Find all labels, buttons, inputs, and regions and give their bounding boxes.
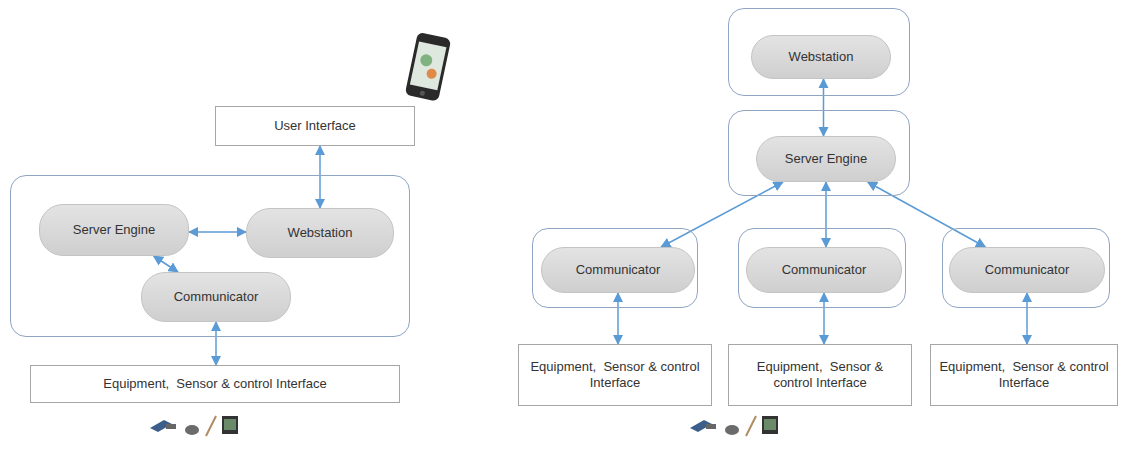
- node-label: Equipment, Sensor & control Interface: [938, 359, 1110, 390]
- system-frame: Communicator: [738, 228, 906, 308]
- node-label: Communicator: [782, 262, 867, 278]
- node-label: Webstation: [288, 225, 353, 241]
- node-label: User Interface: [274, 118, 356, 134]
- node-label: Server Engine: [73, 222, 155, 238]
- process-pill: Communicator: [141, 272, 291, 322]
- system-frame: Server Engine WebstationCommunicator: [10, 175, 410, 337]
- system-frame: Communicator: [532, 228, 698, 308]
- node-label: Equipment, Sensor & control Interface: [526, 359, 704, 390]
- process-pill: Communicator: [746, 247, 902, 293]
- interface-box: Equipment, Sensor & control Interface: [930, 344, 1118, 406]
- equipment-icons: [690, 416, 778, 436]
- interface-box: User Interface: [215, 106, 415, 146]
- connector-arrow: [823, 79, 825, 136]
- phone-icon: [405, 32, 452, 102]
- connector-arrow: [154, 256, 178, 272]
- node-label: Equipment, Sensor & control Interface: [103, 376, 326, 392]
- node-label: Communicator: [985, 262, 1070, 278]
- process-pill: Server Engine: [39, 204, 189, 256]
- connector-arrow: [1026, 293, 1028, 344]
- connector-arrow: [617, 293, 619, 344]
- equipment-icons: [150, 416, 238, 436]
- process-pill: Webstation: [246, 208, 394, 258]
- process-pill: Communicator: [541, 247, 695, 293]
- node-label: Webstation: [789, 49, 854, 65]
- system-frame: Webstation: [728, 8, 910, 96]
- system-frame: Server Engine: [728, 110, 910, 196]
- connector-arrow: [189, 231, 246, 233]
- connector-arrow: [661, 182, 783, 247]
- interface-box: Equipment, Sensor & control Interface: [728, 344, 912, 406]
- interface-box: Equipment, Sensor & control Interface: [518, 344, 712, 406]
- interface-box: Equipment, Sensor & control Interface: [30, 365, 400, 403]
- node-label: Communicator: [174, 289, 259, 305]
- connector-arrow: [319, 146, 321, 208]
- process-pill: Webstation: [751, 35, 891, 79]
- process-pill: Server Engine: [756, 136, 896, 182]
- system-frame: Communicator: [942, 228, 1110, 308]
- connector-arrow: [825, 182, 827, 247]
- connector-arrow: [868, 182, 986, 247]
- node-label: Server Engine: [785, 151, 867, 167]
- connector-arrow: [215, 322, 217, 365]
- process-pill: Communicator: [949, 247, 1105, 293]
- node-label: Communicator: [576, 262, 661, 278]
- node-label: Equipment, Sensor & control Interface: [736, 359, 904, 390]
- connector-arrow: [823, 293, 825, 344]
